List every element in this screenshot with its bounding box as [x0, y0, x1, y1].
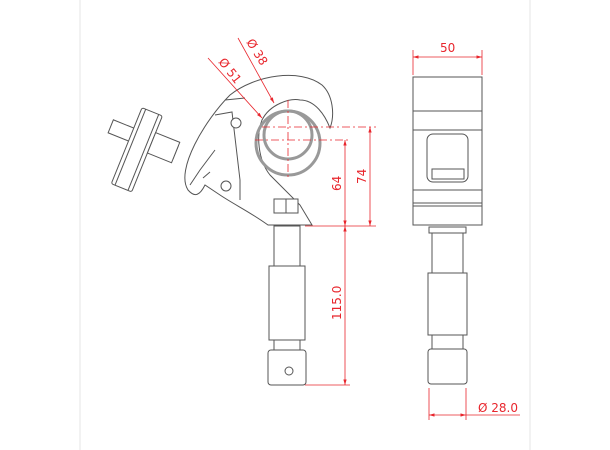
dimension-label: 64 [330, 176, 344, 191]
dimension-spigot-diameter: Ø 28.0 [428, 388, 520, 420]
dimension-label: Ø 28.0 [478, 401, 518, 415]
dimension-label: Ø 38 [243, 36, 270, 68]
screw-hole-top [230, 117, 242, 129]
dimension-115: 115.0 [330, 226, 347, 385]
dimension-64: 64 [330, 140, 347, 226]
dimension-label: 50 [440, 41, 455, 55]
clamp-body [189, 97, 246, 200]
side-view [412, 76, 483, 385]
dimension-74: 74 [355, 127, 372, 226]
dimension-label: 115.0 [330, 286, 344, 320]
dimension-50: 50 [412, 41, 483, 75]
dimension-label: 74 [355, 169, 369, 184]
front-view [107, 74, 334, 386]
spigot-front [267, 225, 307, 386]
clamp-hook [184, 74, 334, 226]
screw-hole-bottom [220, 180, 232, 192]
knob [107, 107, 181, 192]
